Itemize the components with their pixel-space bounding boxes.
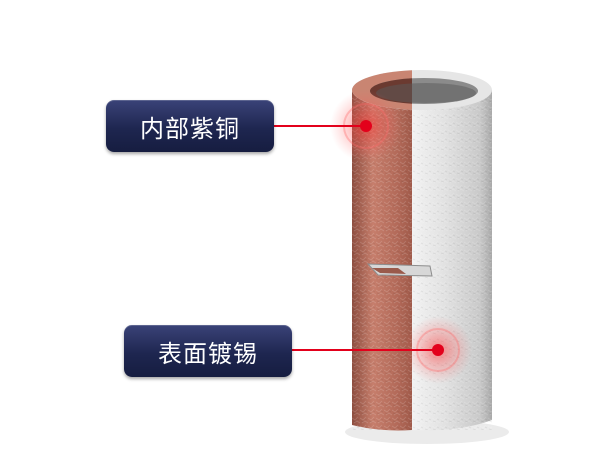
- callout-label: 表面镀锡: [158, 339, 258, 368]
- tube-inner-shadow: [376, 83, 476, 103]
- callout-label: 内部紫铜: [140, 114, 240, 143]
- callout-surface-tin: 表面镀锡: [124, 325, 292, 377]
- marker-dot-bottom: [432, 344, 444, 356]
- marker-dot-top: [360, 120, 372, 132]
- callout-inner-copper: 内部紫铜: [106, 100, 274, 152]
- inspection-slot-copper: [372, 268, 406, 274]
